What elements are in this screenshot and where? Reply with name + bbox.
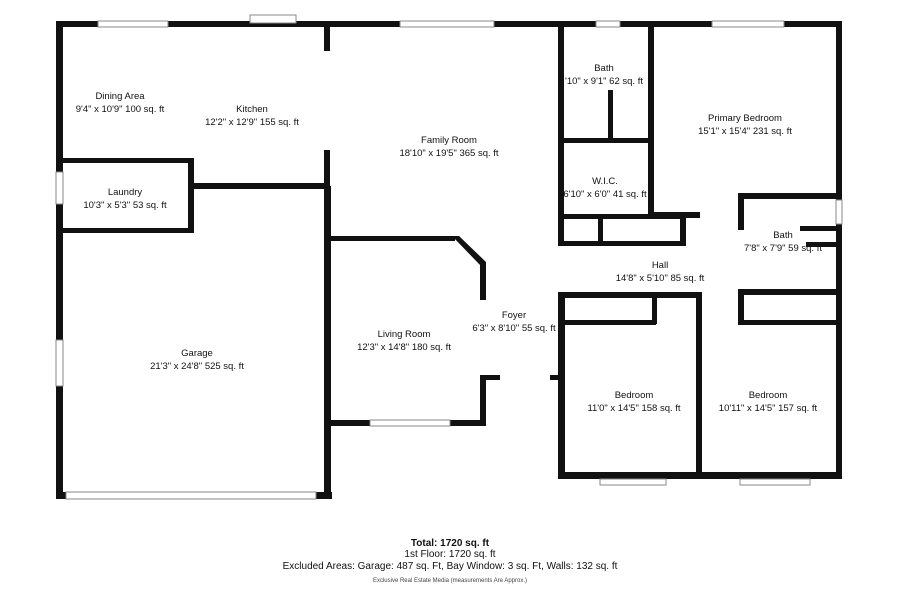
window <box>739 478 811 486</box>
wall <box>738 320 842 325</box>
window <box>55 339 64 387</box>
wall <box>738 193 744 230</box>
room-label-wic: W.I.C. 6'10" x 6'0" 41 sq. ft <box>560 175 650 201</box>
wall <box>558 292 700 298</box>
wall <box>558 292 565 479</box>
room-dims: 18'10" x 19'5" 365 sq. ft <box>399 148 499 159</box>
wall <box>550 375 565 380</box>
wall <box>56 21 63 499</box>
room-name: Foyer <box>501 310 527 321</box>
room-dims: 10'11" x 14'5" 157 sq. ft <box>718 403 818 414</box>
room-name: Dining Area <box>95 91 145 102</box>
wall <box>330 236 455 241</box>
room-dims: 6'3" x 8'10" 55 sq. ft <box>472 323 556 334</box>
wall <box>696 292 702 479</box>
window <box>599 478 667 486</box>
room-label-primary-bedroom: Primary Bedroom 15'1" x 15'4" 231 sq. ft <box>680 112 810 138</box>
wall <box>558 21 564 246</box>
room-label-kitchen: Kitchen 12'2" x 12'9" 155 sq. ft <box>192 103 312 129</box>
window <box>369 419 451 427</box>
wall <box>324 150 330 192</box>
window <box>595 20 621 28</box>
room-dims: 7'8" x 7'9" 59 sq. ft <box>744 243 822 254</box>
wall <box>598 216 603 246</box>
room-name: Living Room <box>377 329 431 340</box>
wall <box>836 21 842 479</box>
wall <box>480 375 486 426</box>
wall <box>680 216 686 246</box>
window <box>711 20 785 28</box>
room-name: Hall <box>651 260 669 271</box>
total-area: Total: 1720 sq. ft <box>410 538 490 549</box>
wall <box>56 158 194 163</box>
room-name: Bedroom <box>614 390 654 401</box>
room-label-bath: Bath 7'8" x 7'9" 59 sq. ft <box>740 229 826 255</box>
floor-area: 1st Floor: 1720 sq. ft <box>404 549 496 560</box>
window <box>97 20 169 28</box>
room-name: Family Room <box>421 135 477 146</box>
room-label-hall: Hall 14'8" x 5'10" 85 sq. ft <box>600 259 720 285</box>
room-dims: 12'3" x 14'8" 180 sq. ft <box>357 342 451 353</box>
room-dims: '10" x 9'1" 62 sq. ft <box>565 76 643 87</box>
credit-line: Exclusive Real Estate Media (measurement… <box>372 578 528 584</box>
room-label-garage: Garage 21'3" x 24'8" 525 sq. ft <box>132 347 262 373</box>
wall <box>564 320 656 325</box>
room-name: Garage <box>181 348 213 359</box>
wall <box>738 193 842 199</box>
room-label-bath: Bath '10" x 9'1" 62 sq. ft <box>560 62 648 88</box>
wall <box>648 21 654 218</box>
wall <box>188 158 194 233</box>
wall <box>324 21 330 51</box>
room-dims: 6'10" x 6'0" 41 sq. ft <box>563 189 647 200</box>
room-name: Bedroom <box>748 390 788 401</box>
wall <box>800 226 842 231</box>
room-dims: 12'2" x 12'9" 155 sq. ft <box>205 117 299 128</box>
room-label-dining: Dining Area 9'4" x 10'9" 100 sq. ft <box>70 90 170 116</box>
windows <box>55 14 843 500</box>
room-label-living: Living Room 12'3" x 14'8" 180 sq. ft <box>348 328 460 354</box>
window <box>399 20 495 28</box>
room-label-family: Family Room 18'10" x 19'5" 365 sq. ft <box>384 134 514 160</box>
room-name: Laundry <box>107 187 143 198</box>
room-dims: 21'3" x 24'8" 525 sq. ft <box>150 361 244 372</box>
wall <box>480 375 500 380</box>
wall <box>564 214 684 219</box>
room-label-bedroom: Bedroom 11'0" x 14'5" 158 sq. ft <box>574 389 694 415</box>
room-dims: 11'0" x 14'5" 158 sq. ft <box>587 403 681 414</box>
room-dims: 10'3" x 5'3" 53 sq. ft <box>83 200 167 211</box>
wall <box>806 242 842 247</box>
room-name: Kitchen <box>236 104 268 115</box>
room-dims: 14'8" x 5'10" 85 sq. ft <box>615 273 705 284</box>
window <box>65 491 317 500</box>
wall <box>608 90 613 143</box>
room-name: Primary Bedroom <box>708 113 782 124</box>
wall <box>738 292 744 324</box>
wall <box>612 138 654 143</box>
window <box>249 14 297 24</box>
wall <box>452 236 486 300</box>
room-name: Bath <box>594 63 614 74</box>
wall <box>56 228 194 233</box>
wall <box>188 183 330 189</box>
room-label-bedroom: Bedroom 10'11" x 14'5" 157 sq. ft <box>706 389 830 415</box>
excluded-areas: Excluded Areas: Garage: 487 sq. Ft, Bay … <box>282 561 618 572</box>
room-name: Bath <box>773 230 793 241</box>
wall <box>564 138 612 143</box>
room-label-foyer: Foyer 6'3" x 8'10" 55 sq. ft <box>466 309 562 335</box>
room-name: W.I.C. <box>592 176 618 187</box>
wall <box>324 186 331 499</box>
wall <box>738 289 842 295</box>
wall <box>652 292 657 324</box>
wall <box>558 241 686 246</box>
walls <box>56 21 842 499</box>
room-dims: 9'4" x 10'9" 100 sq. ft <box>75 104 165 115</box>
room-dims: 15'1" x 15'4" 231 sq. ft <box>698 126 792 137</box>
room-label-laundry: Laundry 10'3" x 5'3" 53 sq. ft <box>74 186 176 212</box>
window <box>835 199 843 225</box>
window <box>55 171 64 205</box>
